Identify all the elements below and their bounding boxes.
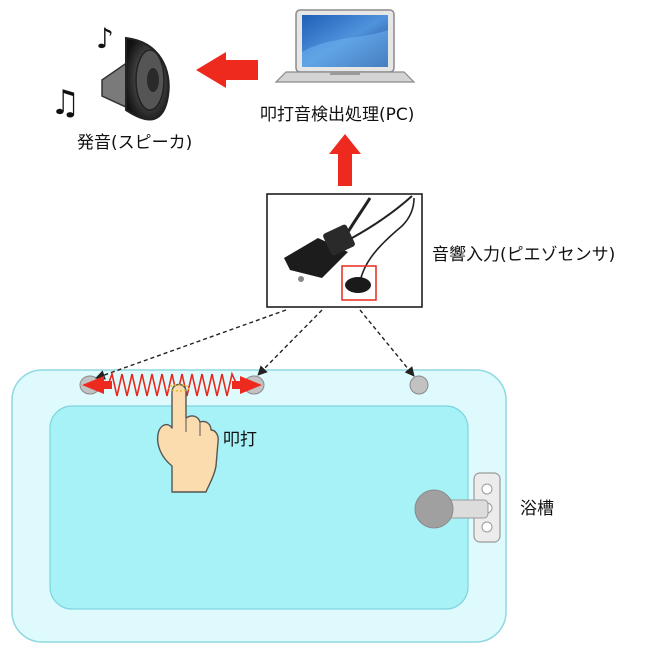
sensor-label: 音響入力(ピエゾセンサ) — [432, 245, 616, 265]
laptop-icon — [274, 9, 416, 83]
sensor-photo — [266, 193, 423, 308]
svg-text:♫: ♫ — [50, 83, 80, 123]
faucet-icon — [414, 472, 501, 543]
arrow-to-speaker — [196, 52, 258, 88]
vibration-spring — [82, 371, 262, 397]
svg-text:♪: ♪ — [96, 22, 114, 55]
speaker-icon — [101, 36, 170, 121]
arrow-to-pc — [329, 134, 361, 186]
piezo-sensor-icon — [284, 195, 415, 301]
bathtub-label: 浴槽 — [520, 499, 554, 519]
connector-lines — [95, 309, 415, 380]
music-notes-icon: ♫ — [50, 83, 80, 123]
speaker-label: 発音(スピーカ) — [77, 133, 193, 153]
music-note-icon: ♪ — [96, 22, 114, 55]
sensor-pad-right — [409, 375, 429, 395]
bathtub — [11, 369, 507, 643]
pointing-hand-icon — [156, 383, 219, 493]
pc-label: 叩打音検出処理(PC) — [260, 105, 415, 125]
tap-label: 叩打 — [223, 430, 257, 450]
